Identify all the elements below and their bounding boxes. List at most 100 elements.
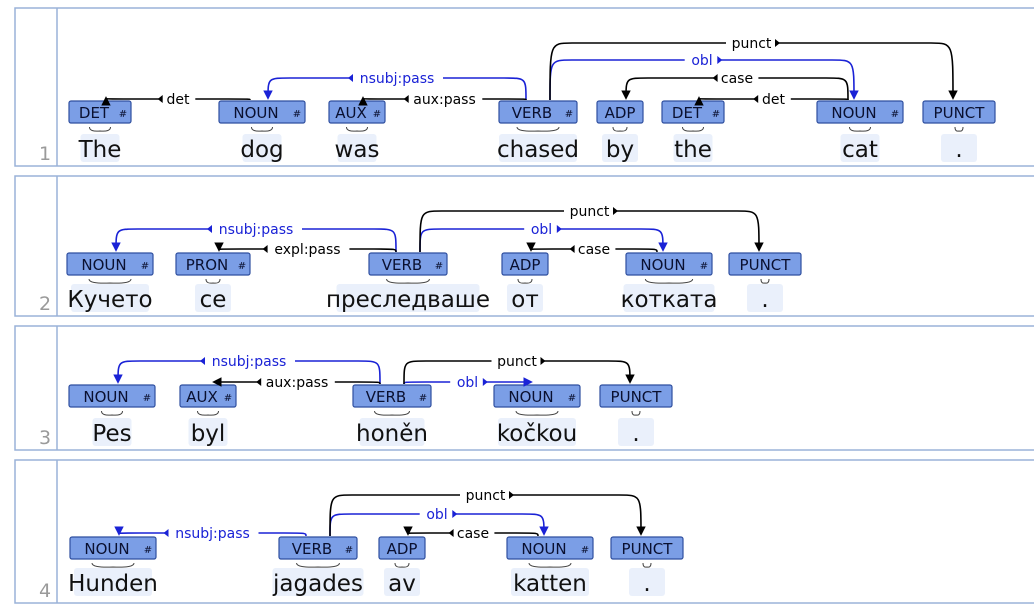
sentence-panel-4: 4NOUN#HundenVERB#jagadesADPavNOUN#katten… <box>14 459 1034 604</box>
pos-tag-box[interactable] <box>352 384 432 408</box>
token[interactable]: VERB#chased <box>497 100 579 163</box>
dependency-arc[interactable]: nsubj:pass <box>113 352 381 385</box>
token[interactable]: NOUN#dog <box>218 100 306 163</box>
token-bracket <box>89 126 111 132</box>
feature-hash-icon[interactable]: # <box>143 393 151 404</box>
feature-hash-icon[interactable]: # <box>565 109 573 120</box>
feature-hash-icon[interactable]: # <box>373 109 381 120</box>
token-word: the <box>674 137 712 163</box>
dependency-arc[interactable]: nsubj:pass <box>263 69 527 101</box>
dependency-arc[interactable]: aux:pass <box>358 90 527 108</box>
feature-hash-icon[interactable]: # <box>144 545 152 556</box>
dependency-arc[interactable]: case <box>621 69 849 101</box>
pos-tag-box[interactable] <box>493 384 581 408</box>
token-word: av <box>388 571 416 597</box>
dependency-arc[interactable]: punct <box>419 202 764 253</box>
feature-hash-icon[interactable]: # <box>141 261 149 272</box>
pos-tag-label: PUNCT <box>611 388 663 406</box>
pos-tag-box[interactable] <box>506 536 594 560</box>
feature-hash-icon[interactable]: # <box>581 545 589 556</box>
token-bracket <box>91 562 135 568</box>
feature-hash-icon[interactable]: # <box>293 109 301 120</box>
feature-hash-icon[interactable]: # <box>700 261 708 272</box>
feature-hash-icon[interactable]: # <box>419 393 427 404</box>
dependency-arc[interactable]: punct <box>549 34 958 101</box>
pos-tag-box[interactable] <box>68 100 132 124</box>
feature-hash-icon[interactable]: # <box>891 109 899 120</box>
token-word: cat <box>842 137 878 163</box>
token[interactable]: PRON#се <box>175 252 251 313</box>
dependency-arc[interactable]: nsubj:pass <box>111 220 397 253</box>
pos-tag-box[interactable] <box>378 536 426 560</box>
arc-label: obl <box>531 222 552 238</box>
feature-hash-icon[interactable]: # <box>568 393 576 404</box>
token[interactable]: VERB#jagades <box>272 536 364 597</box>
token[interactable]: NOUN#katten <box>506 536 594 597</box>
pos-tag-box[interactable] <box>218 100 306 124</box>
arc-label-bg <box>715 69 759 87</box>
token[interactable]: AUX#byl <box>179 384 237 447</box>
token-word: jagades <box>272 571 363 597</box>
pos-tag-box[interactable] <box>501 252 549 276</box>
token[interactable]: VERB#преследваше <box>326 252 490 313</box>
token[interactable]: DET#the <box>661 100 725 163</box>
token[interactable]: NOUN#котката <box>621 252 718 313</box>
dependency-arc[interactable]: aux:pass <box>212 373 381 391</box>
pos-tag-box[interactable] <box>66 252 154 276</box>
pos-tag-box[interactable] <box>278 536 358 560</box>
arc-label-bg <box>351 69 443 87</box>
token[interactable]: AUX#was <box>328 100 386 163</box>
token[interactable]: NOUN#Pes <box>68 384 156 447</box>
dependency-arc[interactable]: case <box>403 524 539 542</box>
token[interactable]: DET#The <box>68 100 132 163</box>
pos-tag-box[interactable] <box>175 252 251 276</box>
dependency-arc[interactable]: case <box>526 240 658 258</box>
arc-direction-icon <box>775 39 780 47</box>
feature-hash-icon[interactable]: # <box>345 545 353 556</box>
dependency-arc[interactable]: punct <box>329 486 646 537</box>
token[interactable]: PUNCT. <box>610 536 684 597</box>
arc-label: case <box>457 526 489 542</box>
token[interactable]: VERB#honěn <box>352 384 432 447</box>
pos-tag-box[interactable] <box>816 100 904 124</box>
pos-tag-box[interactable] <box>599 384 673 408</box>
token[interactable]: NOUN#kočkou <box>493 384 581 447</box>
token[interactable]: PUNCT. <box>922 100 996 163</box>
token[interactable]: NOUN#Hunden <box>68 536 158 597</box>
feature-hash-icon[interactable]: # <box>435 261 443 272</box>
pos-tag-box[interactable] <box>610 536 684 560</box>
pos-tag-box[interactable] <box>498 100 578 124</box>
token[interactable]: NOUN#cat <box>816 100 904 163</box>
pos-tag-box[interactable] <box>69 536 157 560</box>
pos-tag-box[interactable] <box>596 100 644 124</box>
dependency-arc[interactable]: det <box>694 90 849 108</box>
token[interactable]: PUNCT. <box>728 252 802 313</box>
token[interactable]: NOUN#Кучето <box>66 252 154 313</box>
pos-tag-box[interactable] <box>922 100 996 124</box>
arc-label-bg <box>160 90 196 108</box>
pos-tag-box[interactable] <box>179 384 237 408</box>
arc-label: punct <box>570 204 610 220</box>
token[interactable]: PUNCT. <box>599 384 673 447</box>
token-word: . <box>643 571 650 597</box>
feature-hash-icon[interactable]: # <box>119 109 127 120</box>
pos-tag-box[interactable] <box>661 100 725 124</box>
dependency-arc[interactable]: expl:pass <box>214 240 397 258</box>
pos-tag-box[interactable] <box>625 252 713 276</box>
pos-tag-box[interactable] <box>368 252 448 276</box>
feature-hash-icon[interactable]: # <box>238 261 246 272</box>
token-highlight <box>602 134 638 162</box>
dependency-arc[interactable]: punct <box>403 352 635 385</box>
feature-hash-icon[interactable]: # <box>224 393 232 404</box>
pos-tag-box[interactable] <box>328 100 386 124</box>
dependency-arc[interactable]: nsubj:pass <box>114 524 307 542</box>
dependency-arc[interactable]: det <box>101 90 251 108</box>
feature-hash-icon[interactable]: # <box>712 109 720 120</box>
pos-tag-box[interactable] <box>728 252 802 276</box>
token-bracket <box>386 278 430 284</box>
pos-tag-box[interactable] <box>68 384 156 408</box>
arc-label-bg <box>265 240 350 258</box>
